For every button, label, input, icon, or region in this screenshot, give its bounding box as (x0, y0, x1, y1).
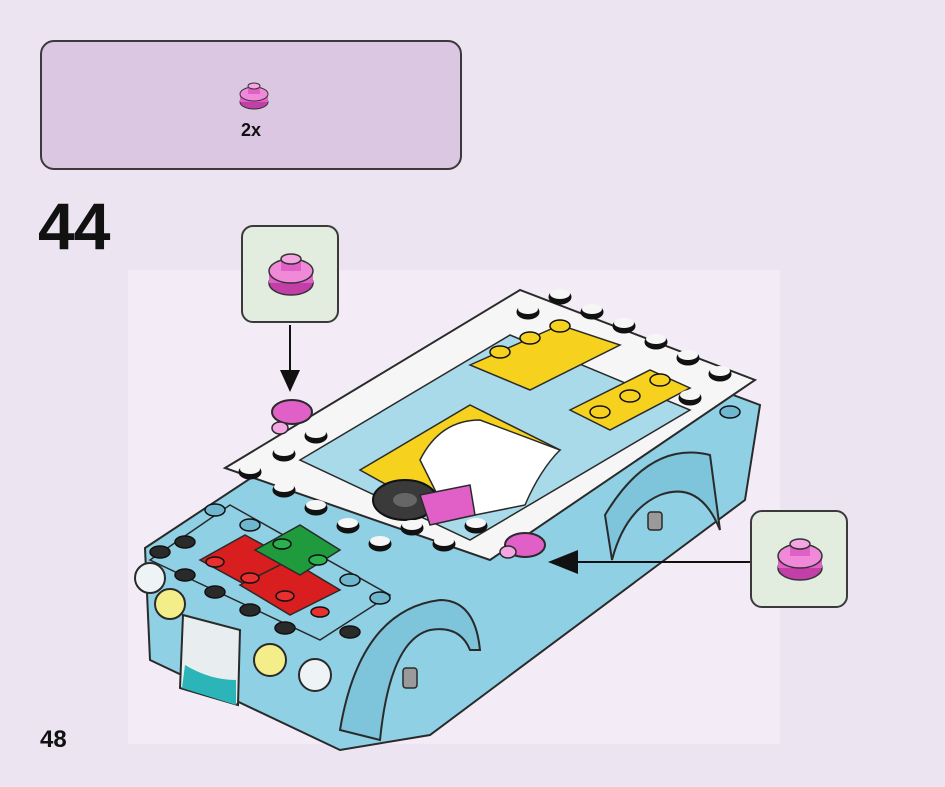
white-stud-tops (240, 289, 730, 546)
green-studs (272, 538, 328, 566)
pink-round-plate-icon (239, 82, 269, 110)
callout-part-left (241, 225, 339, 323)
blue-studs (204, 405, 741, 605)
red-tile-2 (238, 559, 342, 616)
callout-part-right (750, 510, 848, 608)
front-wheel-arch (338, 598, 482, 742)
headlight-right-yellow (253, 643, 287, 677)
arrow-right-head (548, 550, 578, 574)
step-number: 44 (38, 189, 110, 263)
pink-dash-piece (419, 484, 476, 526)
pink-plate-attached-right (499, 532, 546, 559)
parts-list-box: 2x (40, 40, 462, 170)
black-studs (149, 535, 361, 639)
yellow-studs (489, 319, 671, 419)
pink-plate-attached-left (271, 399, 313, 435)
pink-round-plate-icon (777, 538, 823, 581)
headlight-left-white (134, 562, 166, 594)
page-number: 48 (40, 726, 67, 753)
grille-stripe (182, 665, 236, 705)
arrow-left-head (280, 370, 300, 392)
part-quantity: 2x (240, 120, 262, 140)
rear-wheel-arch (603, 451, 721, 561)
axle-pins (402, 511, 663, 689)
red-studs (205, 556, 330, 618)
headlight-left-yellow (154, 588, 186, 620)
steering-hub (393, 493, 417, 507)
headlight-right-white (298, 658, 332, 692)
pink-round-plate-icon (268, 253, 314, 296)
